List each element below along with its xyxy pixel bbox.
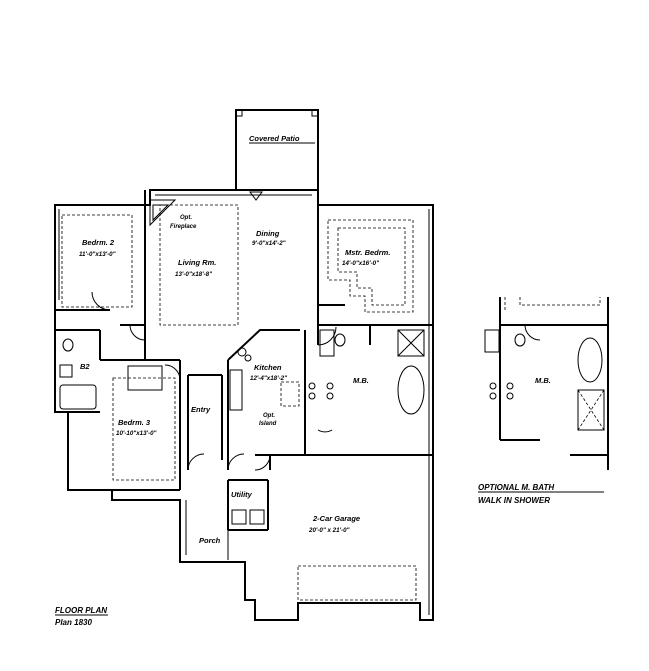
optional-master-bath <box>484 297 609 470</box>
opt-fireplace-label-line1: Opt. <box>180 215 192 221</box>
master-bath-label: M.B. <box>353 376 369 385</box>
covered-patio-label: Covered Patio <box>249 134 300 143</box>
master-bedroom-label: Mstr. Bedrm. <box>345 248 390 257</box>
master-bedroom-dimension: 14'-0"x16'-0" <box>342 260 379 267</box>
kitchen-dimension: 12'-4"x18'-2" <box>250 375 287 382</box>
bath-2-label: B2 <box>80 362 90 371</box>
bedroom-2-label: Bedrm. 2 <box>82 238 115 247</box>
plan-number: Plan 1830 <box>55 618 92 627</box>
bedroom-2-dimension: 11'-0"x13'-0" <box>79 251 116 258</box>
optional-bath-caption-line2: WALK IN SHOWER <box>478 496 550 505</box>
utility-label: Utility <box>231 490 253 499</box>
opt-island-label-line1: Opt. <box>263 413 275 419</box>
garage-label: 2-Car Garage <box>312 514 360 523</box>
kitchen-label: Kitchen <box>254 363 282 372</box>
living-room-dimension: 13'-0"x18'-8" <box>175 271 212 278</box>
floor-plan-title: FLOOR PLAN <box>55 606 107 615</box>
ceiling-outlines <box>61 204 417 601</box>
bedroom-3-dimension: 10'-10"x13'-0" <box>116 430 157 437</box>
optional-bath-caption-line1: OPTIONAL M. BATH <box>478 483 554 492</box>
entry-label: Entry <box>191 405 211 414</box>
dining-label: Dining <box>256 229 280 238</box>
optional-master-bath-label: M.B. <box>535 376 551 385</box>
interior-walls <box>55 190 433 560</box>
opt-island-label-line2: Island <box>259 421 277 427</box>
garage-dimension: 20'-0" x 21'-0" <box>308 527 350 534</box>
opt-fireplace-label-line2: Fireplace <box>170 224 197 230</box>
covered-patio-area <box>235 109 319 191</box>
bedroom-3-label: Bedrm. 3 <box>118 418 151 427</box>
dining-dimension: 9'-0"x14'-2" <box>252 240 286 247</box>
porch-label: Porch <box>199 536 221 545</box>
fixtures <box>59 191 425 525</box>
living-room-label: Living Rm. <box>178 258 216 267</box>
